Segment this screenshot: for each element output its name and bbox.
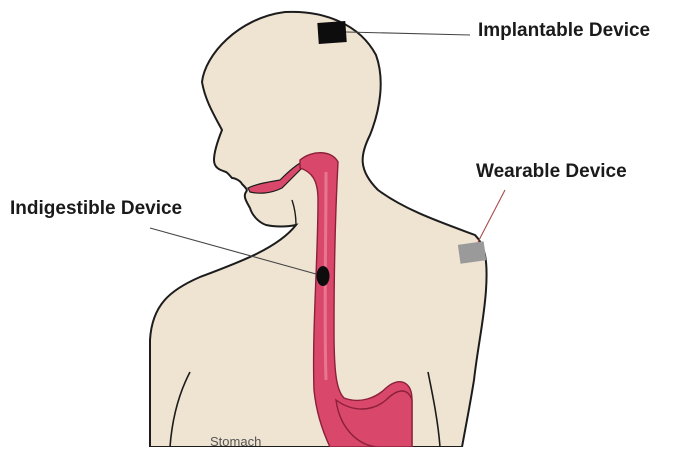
wearable-device-icon bbox=[458, 241, 486, 263]
indigestible-device-label: Indigestible Device bbox=[10, 198, 182, 220]
implantable-device-label: Implantable Device bbox=[478, 20, 650, 42]
indigestible-device-icon bbox=[317, 266, 330, 286]
wearable-leader-line bbox=[478, 190, 505, 242]
wearable-device-label: Wearable Device bbox=[476, 161, 627, 183]
implantable-leader-line bbox=[346, 32, 470, 35]
implantable-device-icon bbox=[317, 21, 346, 44]
